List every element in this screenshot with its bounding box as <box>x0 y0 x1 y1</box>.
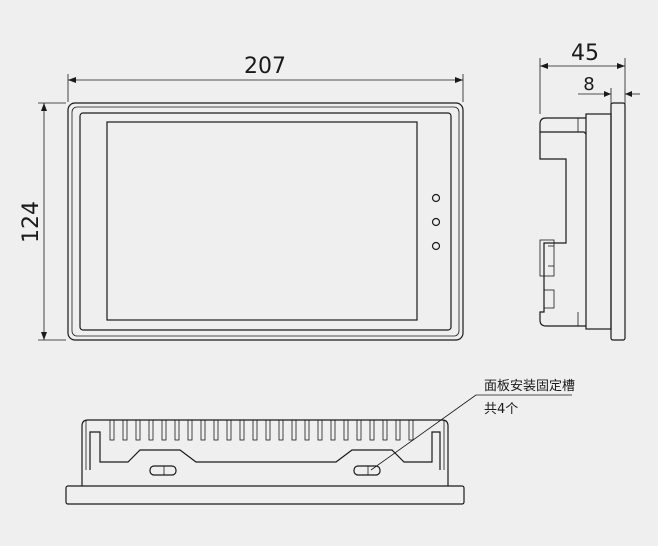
vent-slots <box>109 419 414 441</box>
annotation-line-2: 共4个 <box>484 402 518 417</box>
bottom-view <box>65 419 465 505</box>
mounting-slot <box>149 465 177 476</box>
indicator-led <box>431 241 441 251</box>
side-view: 45 8 <box>539 41 640 341</box>
mounting-slot <box>353 465 381 476</box>
depth-dimension-label: 45 <box>571 41 599 66</box>
height-dimension-label: 124 <box>19 201 44 243</box>
front-view: 207 124 <box>19 54 464 341</box>
width-dimension-label: 207 <box>244 54 286 79</box>
bezel-depth-label: 8 <box>583 74 594 95</box>
screen-area <box>106 121 418 321</box>
annotation: 面板安装固定槽 共4个 <box>370 379 575 471</box>
indicator-led <box>431 217 441 227</box>
indicator-led <box>431 193 441 203</box>
annotation-line-1: 面板安装固定槽 <box>484 379 575 394</box>
